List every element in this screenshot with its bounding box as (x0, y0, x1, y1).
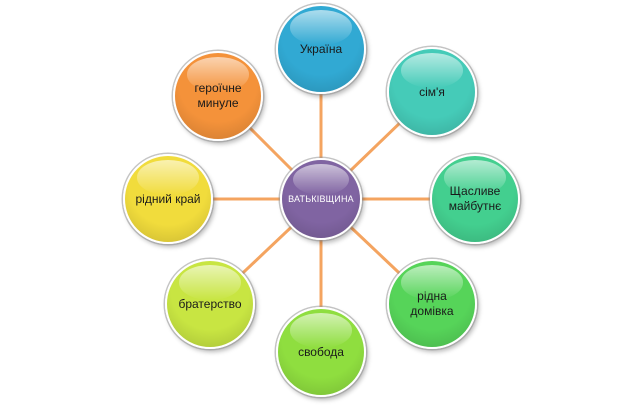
node-svoboda: свобода (276, 307, 366, 397)
node-simia: сім'я (387, 47, 477, 137)
node-label-simia: сім'я (419, 84, 445, 99)
node-ridnyi-krai: рідний край (123, 154, 213, 244)
node-label-ridna-domivka: рідна домівка (410, 289, 454, 318)
node-ridna-domivka: рідна домівка (387, 259, 477, 349)
node-label-heroichne-mynule: героїчне минуле (194, 81, 242, 110)
node-label-ridnyi-krai: рідний край (135, 191, 201, 206)
node-ukraina: Україна (276, 4, 366, 94)
node-label-braterstvo: братерство (178, 296, 242, 311)
node-label-shchaslyve-maibutnie: Щасливе майбутнє (448, 184, 502, 213)
node-label-ukraina: Україна (299, 41, 343, 56)
center-node: ВАТЬКІВЩИНА (280, 158, 362, 240)
node-heroichne-mynule: героїчне минуле (173, 51, 263, 141)
node-shchaslyve-maibutnie: Щасливе майбутнє (430, 154, 520, 244)
node-braterstvo: братерство (165, 259, 255, 349)
center-label: ВАТЬКІВЩИНА (288, 193, 354, 204)
node-label-svoboda: свобода (298, 344, 344, 359)
